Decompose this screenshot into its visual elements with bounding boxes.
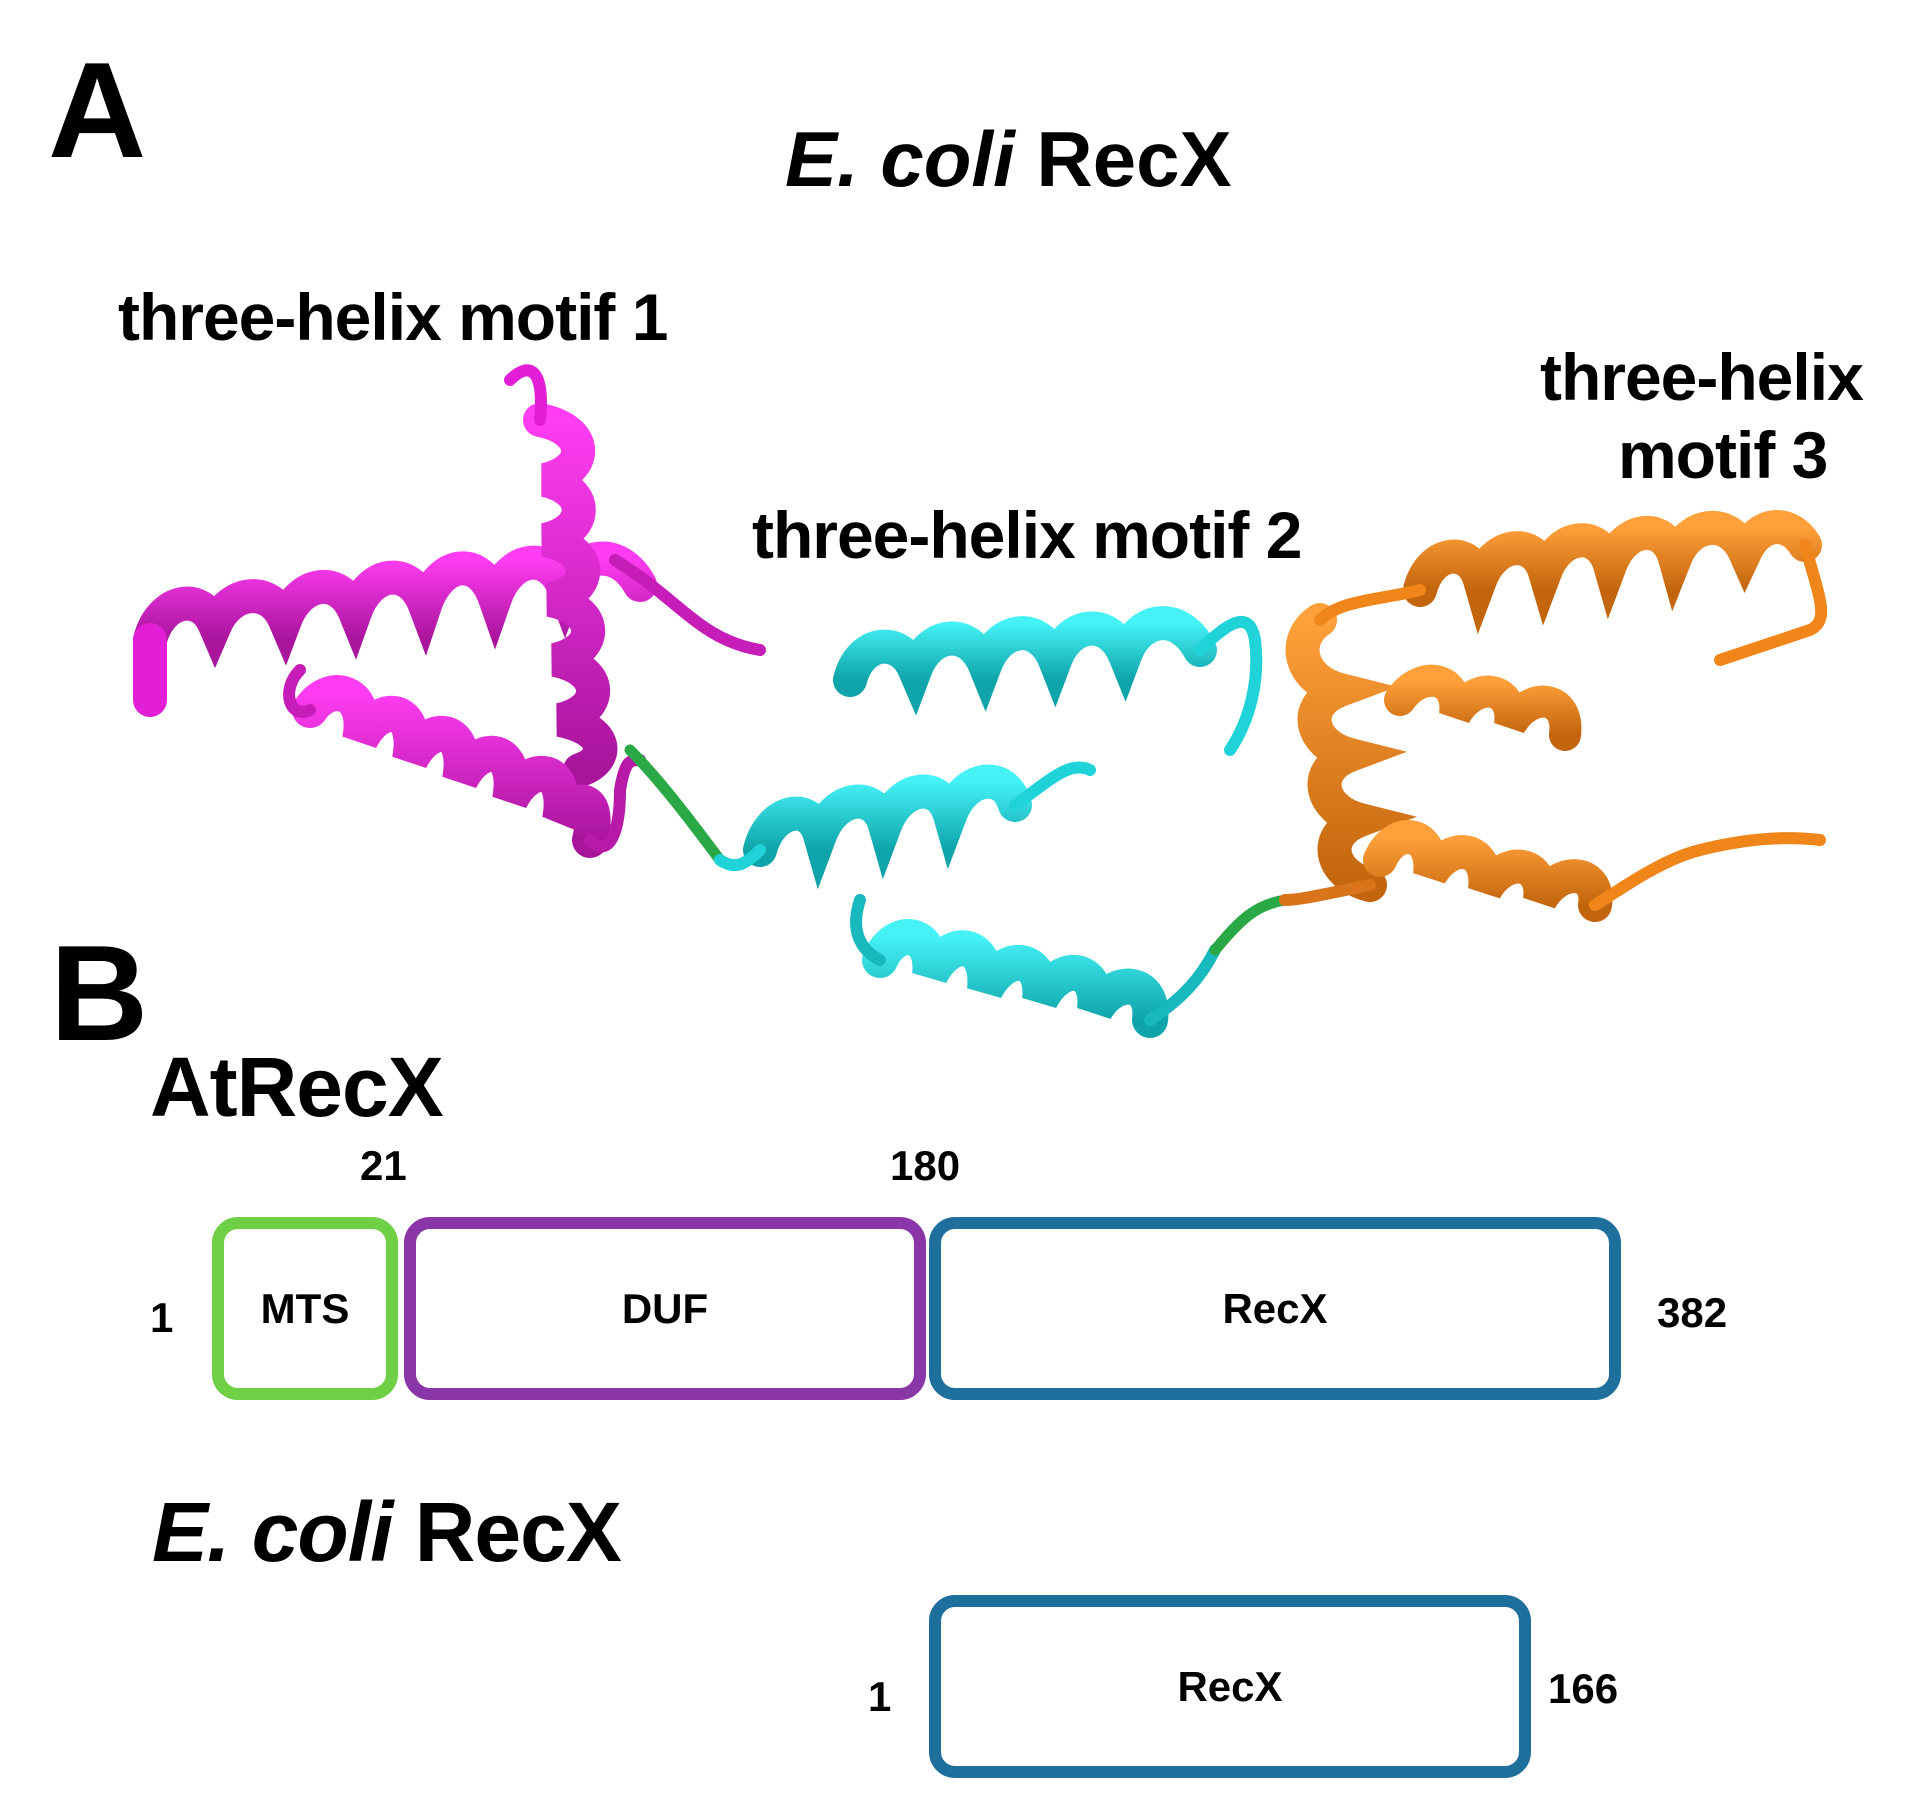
motif-3-ribbon: [1279, 510, 1828, 922]
panel-a-title: E. coli RecX: [785, 120, 1232, 198]
ecoli-recx-name-species: E. coli: [152, 1485, 393, 1579]
atrecx-domain-recx: RecX: [929, 1217, 1621, 1400]
motif-2-ribbon: [714, 606, 1263, 1038]
ecoli-recx-name: E. coli RecX: [152, 1490, 622, 1574]
protein-structure-ribbon: [133, 364, 1828, 1038]
ecoli-recx-end: 166: [1548, 1665, 1619, 1712]
linker-1: [624, 744, 726, 866]
motif-2-label: three-helix motif 2: [752, 498, 1302, 572]
atrecx-domain-duf: DUF: [404, 1217, 926, 1400]
atrecx-domain-mts: MTS: [212, 1217, 398, 1400]
atrecx-domain-mts-label: MTS: [260, 1284, 350, 1332]
atrecx-boundary-180: 180: [890, 1142, 961, 1189]
motif-3-label-line-2: motif 3: [1618, 418, 1828, 492]
atrecx-name: AtRecX: [150, 1040, 444, 1134]
atrecx-boundary-21: 21: [360, 1142, 407, 1189]
motif-1-label: three-helix motif 1: [118, 280, 668, 354]
atrecx-end: 382: [1657, 1289, 1728, 1336]
ecoli-recx-name-protein: RecX: [414, 1485, 622, 1579]
atrecx-start: 1: [150, 1294, 174, 1341]
panel-a-title-species: E. coli: [785, 115, 1015, 203]
atrecx-domain-duf-label: DUF: [621, 1284, 709, 1332]
linker-2: [1209, 894, 1291, 956]
ecoli-domain-recx-label: RecX: [1177, 1662, 1283, 1710]
ecoli-recx-start: 1: [868, 1673, 892, 1720]
atrecx-domain-recx-label: RecX: [1222, 1284, 1328, 1332]
motif-1-ribbon: [133, 364, 766, 858]
panel-b-label: B: [50, 917, 148, 1069]
motif-3-label-line-1: three-helix: [1540, 340, 1864, 414]
ecoli-domain-recx: RecX: [929, 1595, 1531, 1778]
panel-a-label: A: [48, 34, 146, 186]
panel-a-title-protein: RecX: [1036, 115, 1232, 203]
